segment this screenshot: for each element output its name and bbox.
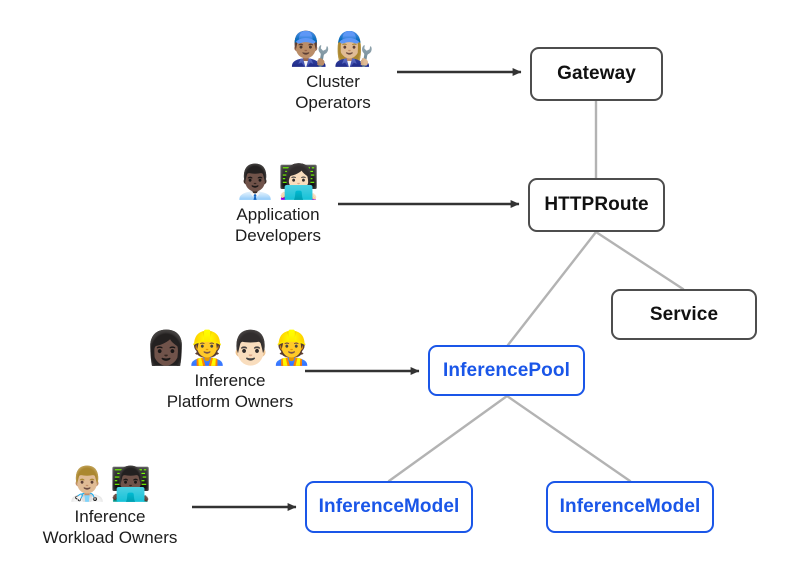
node-service[interactable]: Service: [611, 289, 757, 340]
inference-platform-owners-icon: 👩🏿‍👷👨🏻‍👷: [145, 328, 315, 367]
persona-application-developers-label: Application Developers: [235, 205, 321, 245]
edge-httproute-inferencepool: [506, 230, 598, 347]
persona-inference-workload-owners: 👨🏼‍⚕️👨🏿‍💻 Inference Workload Owners: [30, 465, 190, 548]
node-inferencemodel-left-label: InferenceModel: [318, 496, 460, 517]
persona-application-developers: 👨🏿‍💼👩🏻‍💻 Application Developers: [198, 163, 358, 246]
node-inferencemodel-left[interactable]: InferenceModel: [305, 481, 473, 533]
node-inferencepool[interactable]: InferencePool: [428, 345, 585, 396]
node-httproute[interactable]: HTTPRoute: [528, 178, 665, 232]
edge-inferencepool-inferencemodel-left: [387, 394, 509, 483]
node-inferencemodel-right[interactable]: InferenceModel: [546, 481, 714, 533]
persona-inference-platform-owners-label: Inference Platform Owners: [166, 371, 294, 411]
persona-cluster-operators: 👨🏽‍🔧👩🏼‍🔧 Cluster Operators: [253, 30, 413, 113]
edge-inferencepool-inferencemodel-right: [505, 394, 632, 483]
edge-httproute-service: [594, 230, 685, 291]
node-httproute-label: HTTPRoute: [544, 194, 649, 215]
node-service-label: Service: [649, 303, 719, 325]
node-inferencepool-label: InferencePool: [443, 359, 570, 381]
node-gateway[interactable]: Gateway: [530, 47, 663, 101]
persona-inference-platform-owners: 👩🏿‍👷👨🏻‍👷 Inference Platform Owners: [146, 329, 312, 412]
inference-workload-owners-icon: 👨🏼‍⚕️👨🏿‍💻: [66, 464, 154, 503]
persona-cluster-operators-label: Cluster Operators: [295, 72, 371, 112]
node-gateway-label: Gateway: [557, 63, 636, 84]
application-developers-icon: 👨🏿‍💼👩🏻‍💻: [234, 162, 322, 201]
cluster-operators-icon: 👨🏽‍🔧👩🏼‍🔧: [289, 29, 377, 68]
persona-inference-workload-owners-label: Inference Workload Owners: [42, 507, 178, 547]
node-inferencemodel-right-label: InferenceModel: [559, 496, 701, 517]
